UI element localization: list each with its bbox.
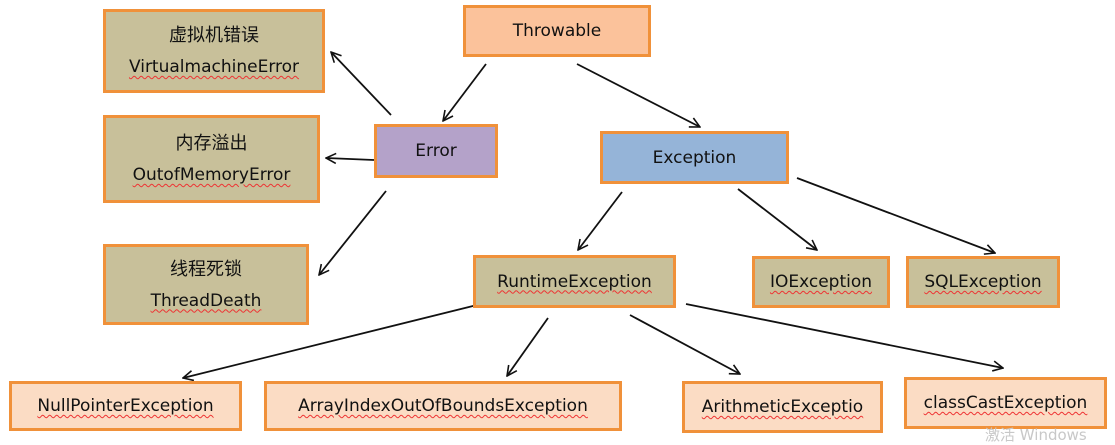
class-cast-exception-node: classCastException <box>904 377 1107 429</box>
sql-exception-node: SQLException <box>906 256 1060 308</box>
arrow-error-oom <box>326 158 375 160</box>
arrow-throwable-exception <box>576 63 700 127</box>
null-pointer-exception-label: NullPointerException <box>37 396 214 416</box>
throwable-label: Throwable <box>512 21 602 41</box>
arrow-runtime-npe <box>183 303 482 378</box>
runtime-exception-label: RuntimeException <box>497 271 652 292</box>
outofmemory-error-cn-label: 内存溢出 <box>175 133 248 154</box>
array-index-out-of-bounds-exception-label: ArrayIndexOutOfBoundsException <box>298 396 588 416</box>
arrow-runtime-arith <box>629 314 740 374</box>
io-exception-node: IOException <box>752 256 890 308</box>
class-cast-exception-label: classCastException <box>923 393 1088 413</box>
virtualmachine-error-cn-label: 虚拟机错误 <box>169 25 259 46</box>
virtualmachine-error-label: VirtualmachineError <box>128 57 300 77</box>
exception-node: Exception <box>600 131 789 184</box>
windows-activation-watermark: 激活 Windows <box>985 426 1087 444</box>
arrow-exception-runtime <box>578 191 623 250</box>
io-exception-label: IOException <box>769 272 873 292</box>
thread-death-node: 线程死锁 ThreadDeath <box>103 244 309 325</box>
arrow-runtime-aioobe <box>507 317 549 376</box>
arrow-exception-io <box>737 188 817 250</box>
arithmetic-exception-label: ArithmeticExceptio <box>701 397 864 417</box>
sql-exception-label: SQLException <box>924 272 1042 292</box>
arrows-layer <box>0 0 1115 436</box>
arrow-error-vmerror <box>331 52 392 116</box>
arrow-runtime-cce <box>685 303 1003 368</box>
virtualmachine-error-node: 虚拟机错误 VirtualmachineError <box>103 9 325 93</box>
exception-label: Exception <box>652 147 737 168</box>
error-label: Error <box>415 141 457 161</box>
arithmetic-exception-node: ArithmeticExceptio <box>682 381 883 433</box>
thread-death-label: ThreadDeath <box>150 290 262 311</box>
arrow-throwable-error <box>443 63 487 121</box>
null-pointer-exception-node: NullPointerException <box>9 381 242 431</box>
arrow-error-threaddeath <box>319 190 387 275</box>
error-node: Error <box>374 124 498 178</box>
outofmemory-error-label: OutofMemoryError <box>132 165 291 185</box>
throwable-node: Throwable <box>463 5 651 57</box>
arrow-exception-sql <box>796 177 995 253</box>
thread-death-cn-label: 线程死锁 <box>170 258 242 280</box>
outofmemory-error-node: 内存溢出 OutofMemoryError <box>103 115 320 203</box>
array-index-out-of-bounds-exception-node: ArrayIndexOutOfBoundsException <box>264 381 622 431</box>
runtime-exception-node: RuntimeException <box>473 255 676 308</box>
